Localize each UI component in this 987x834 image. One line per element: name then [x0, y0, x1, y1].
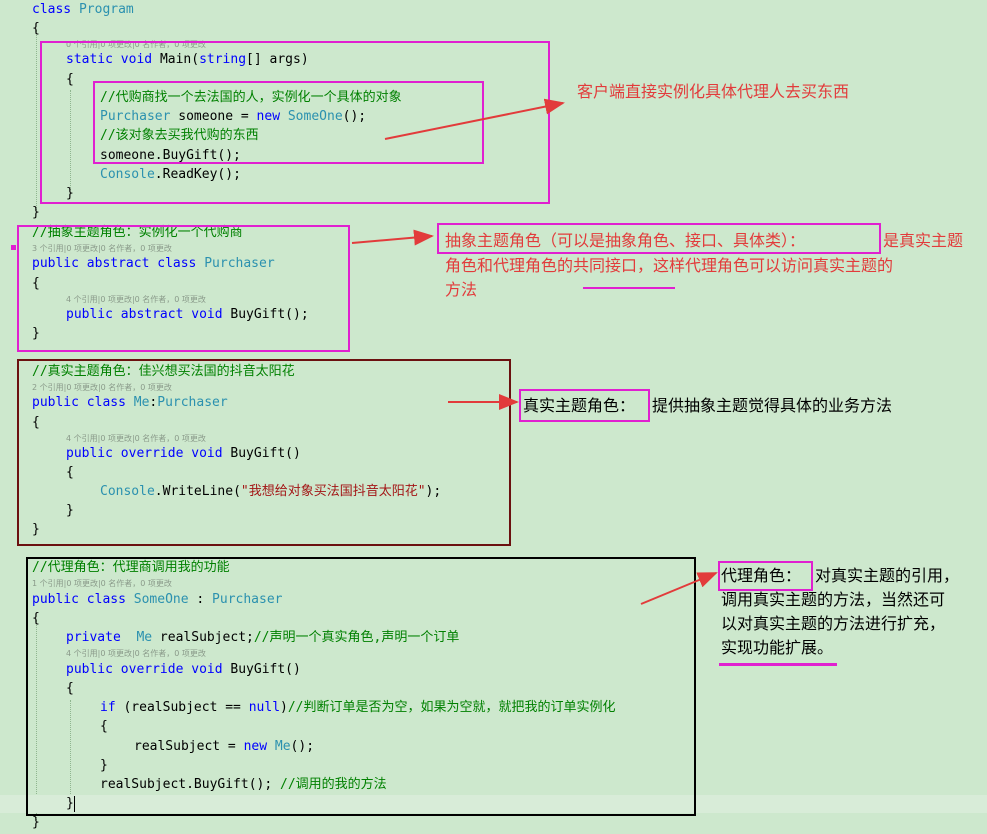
brace: }: [32, 815, 40, 830]
comment-buy: //该对象去买我代购的东西: [100, 128, 259, 143]
arrow-proxy: [640, 572, 718, 605]
brace: }: [66, 503, 74, 518]
note-abstract-head: 抽象主题角色（可以是抽象角色、接口、具体类）：: [445, 231, 806, 250]
note-proxy-line4: 实现功能扩展。: [721, 638, 834, 657]
code-line-me-buy: public override void BuyGift(): [66, 446, 301, 461]
brace: {: [66, 72, 74, 87]
codelens-refs[interactable]: 4 个引用|0 项更改|0 名作者，0 项更改: [66, 295, 206, 304]
brace: {: [32, 415, 40, 430]
brace: }: [32, 205, 40, 220]
box-real-label: [519, 389, 650, 422]
underline-mark: [583, 287, 675, 289]
comment-proxy: //代理角色：代理商调用我的功能: [32, 560, 230, 575]
marker-dot: [11, 245, 16, 250]
comment-abstract: //抽象主题角色：实例化一个代购商: [32, 225, 243, 240]
indent-guide: [36, 30, 37, 210]
brace: {: [66, 681, 74, 696]
code-line-abstract-buy: public abstract void BuyGift();: [66, 307, 309, 322]
indent-guide: [36, 620, 37, 820]
indent-guide: [70, 90, 71, 190]
note-abstract-tail: 是真实主题: [883, 231, 964, 250]
box-client-code: [93, 81, 484, 164]
box-real-subject: [17, 359, 511, 546]
note-proxy-head: 代理角色：: [721, 566, 802, 585]
note-abstract-line3: 方法: [445, 280, 478, 299]
box-abstract-subject: [17, 225, 350, 352]
brace: }: [100, 758, 108, 773]
codelens-refs[interactable]: 4 个引用|0 项更改|0 名作者，0 项更改: [66, 434, 206, 443]
code-line-call-real: realSubject.BuyGift(); //调用的我的方法: [100, 777, 387, 792]
note-real-head: 真实主题角色：: [523, 396, 636, 415]
code-line-me: public class Me:Purchaser: [32, 395, 228, 410]
indent-guide: [70, 700, 71, 810]
codelens-refs[interactable]: 1 个引用|0 项更改|0 名作者，0 项更改: [32, 579, 172, 588]
note-proxy-line2: 调用真实主题的方法，当然还可: [721, 590, 946, 609]
brace: {: [32, 276, 40, 291]
code-line-someone: public class SomeOne : Purchaser: [32, 592, 283, 607]
box-main-method: [40, 41, 550, 204]
brace: {: [66, 465, 74, 480]
current-line-highlight: [0, 795, 987, 813]
note-abstract-line2: 角色和代理角色的共同接口，这样代理角色可以访问真实主题的: [445, 256, 894, 275]
code-line-main: static void Main(string[] args): [66, 52, 309, 67]
code-line-assign: realSubject = new Me();: [134, 739, 315, 754]
brace: {: [32, 21, 40, 36]
text-caret: [74, 796, 75, 812]
note-proxy-line3: 以对真实主题的方法进行扩充，: [721, 614, 946, 633]
arrow-abstract: [351, 229, 434, 246]
code-line-someone-buy: public override void BuyGift(): [66, 662, 301, 677]
underline-mark: [719, 663, 837, 666]
brace: }: [66, 186, 74, 201]
code-line-call-buy: someone.BuyGift();: [100, 148, 241, 163]
codelens-refs[interactable]: 4 个引用|0 项更改|0 名作者，0 项更改: [66, 649, 206, 658]
code-line-readkey: Console.ReadKey();: [100, 167, 241, 182]
brace: {: [32, 611, 40, 626]
brace: {: [100, 719, 108, 734]
comment-find: //代购商找一个去法国的人，实例化一个具体的对象: [100, 90, 402, 105]
code-line-purchaser: public abstract class Purchaser: [32, 256, 275, 271]
arrow-client: [384, 98, 565, 140]
code-line-decl: Purchaser someone = new SomeOne();: [100, 109, 367, 124]
note-proxy-tail: 对真实主题的引用，: [815, 566, 960, 585]
note-real-tail: 提供抽象主题觉得具体的业务方法: [652, 396, 893, 415]
note-client: 客户端直接实例化具体代理人去买东西: [577, 82, 850, 101]
comment-real: //真实主题角色：佳兴想买法国的抖音太阳花: [32, 364, 295, 379]
code-line-writeline: Console.WriteLine("我想给对象买法国抖音太阳花");: [100, 484, 442, 499]
codelens-refs[interactable]: 3 个引用|0 项更改|0 名作者，0 项更改: [32, 244, 172, 253]
brace: }: [32, 326, 40, 341]
codelens-refs[interactable]: 2 个引用|0 项更改|0 名作者，0 项更改: [32, 383, 172, 392]
box-proxy: [26, 557, 696, 816]
code-line-class-program: class Program: [32, 2, 134, 17]
box-abstract-label: [437, 223, 881, 254]
codelens-refs[interactable]: 0 个引用|0 项更改|0 名作者，0 项更改: [66, 40, 206, 49]
code-line-if: if (realSubject == null)//判断订单是否为空，如果为空就…: [100, 700, 616, 715]
code-line-field: private Me realSubject;//声明一个真实角色,声明一个订单: [66, 630, 460, 645]
box-proxy-label: [718, 561, 813, 591]
brace: }: [32, 522, 40, 537]
brace: }: [66, 796, 74, 811]
